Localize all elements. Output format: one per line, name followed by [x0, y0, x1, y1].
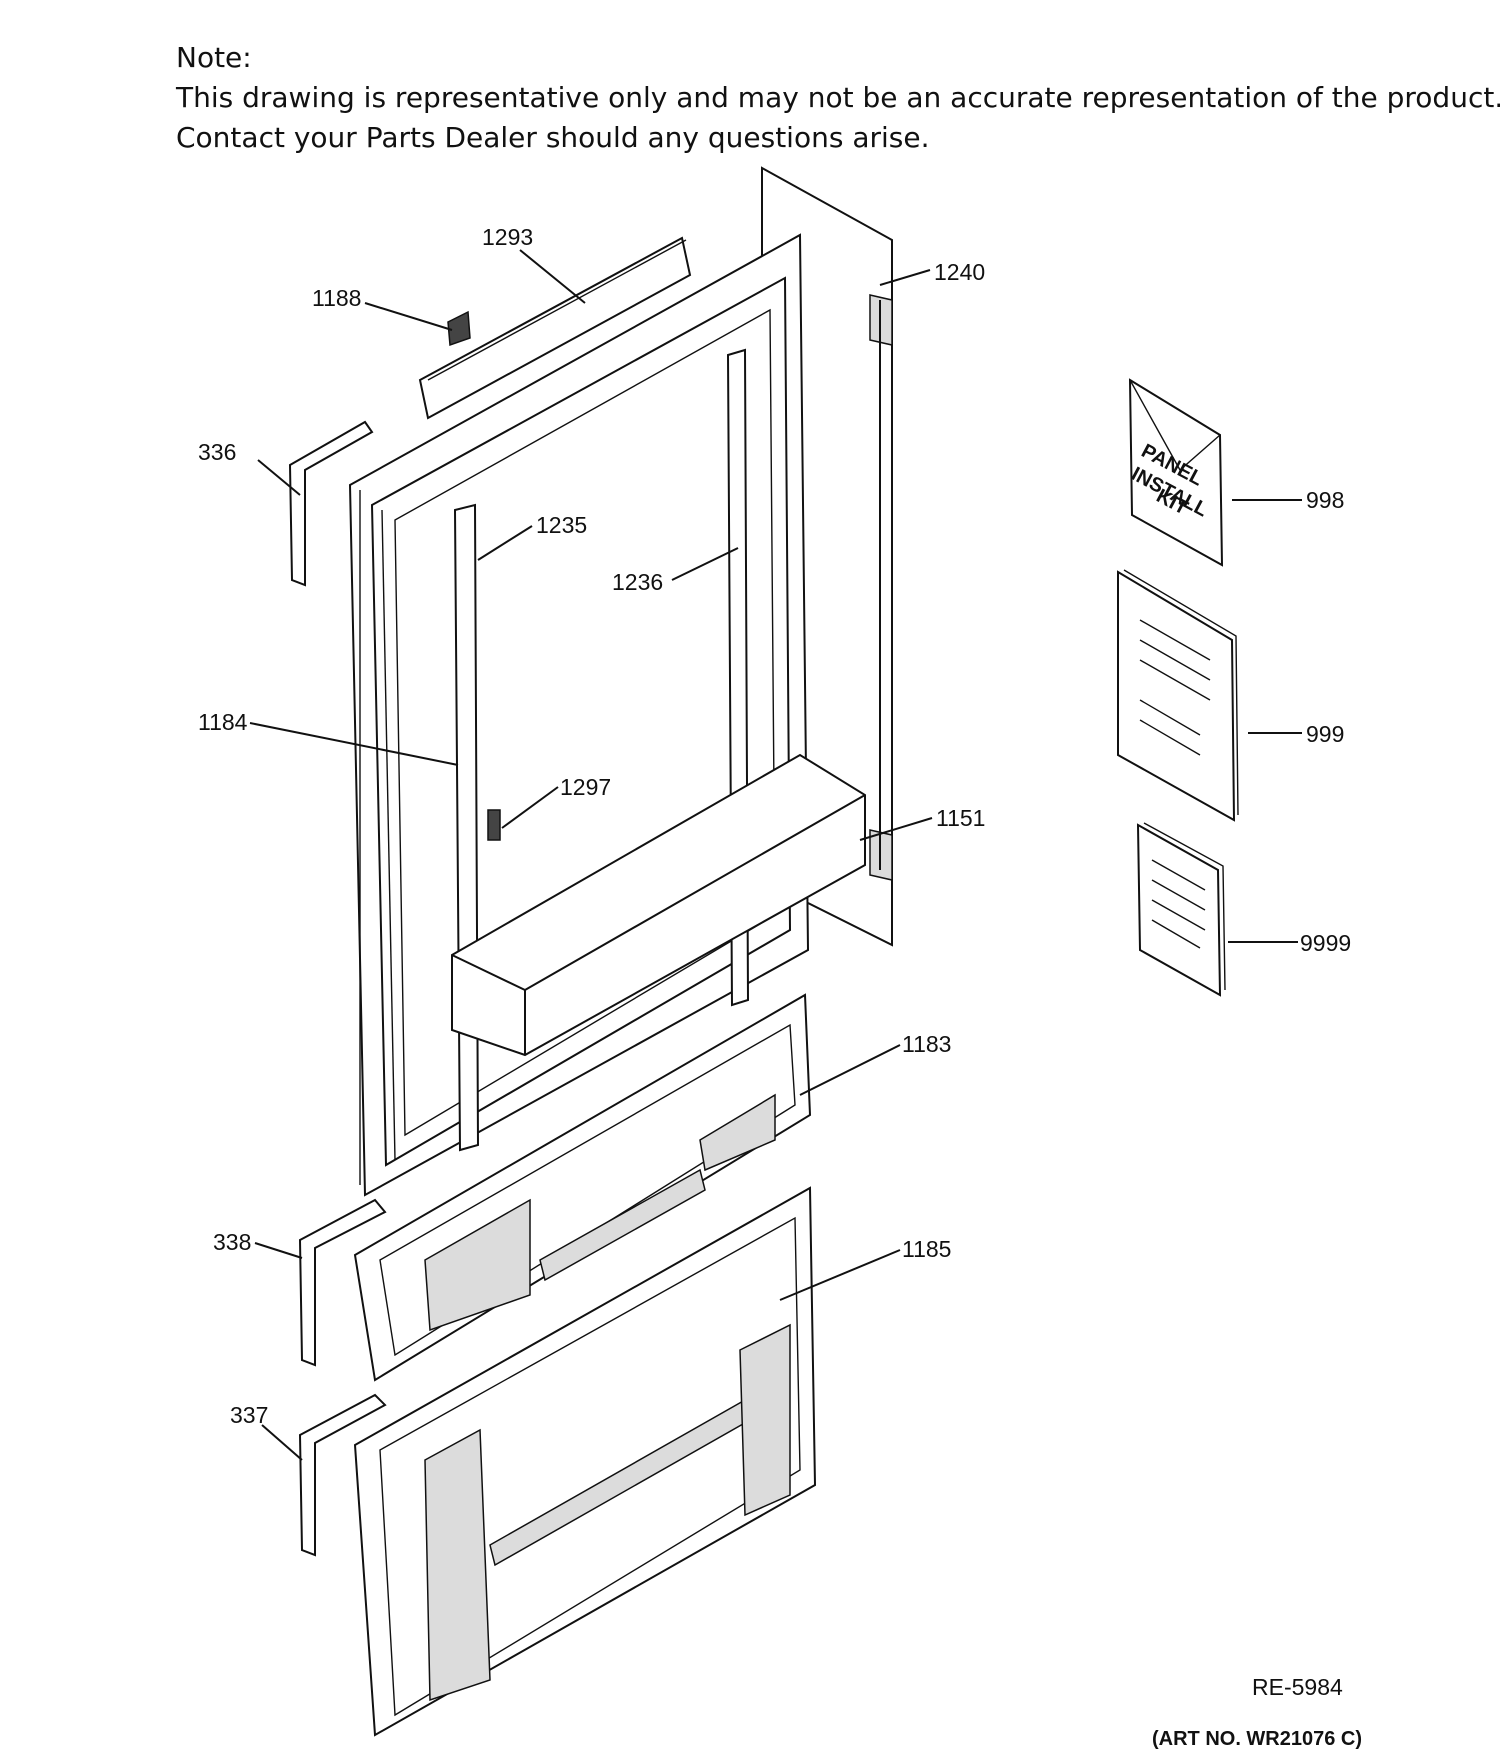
part-337-side-trim [298, 1393, 387, 1557]
label-1185: 1185 [902, 1236, 951, 1262]
note-line-1: This drawing is representative only and … [176, 81, 1500, 114]
label-1293: 1293 [482, 224, 533, 250]
part-labels: 1293 1188 1240 336 1235 1236 1184 1297 1… [198, 224, 1351, 1428]
label-999: 999 [1306, 721, 1344, 747]
note-line-2: Contact your Parts Dealer should any que… [176, 121, 930, 154]
part-1293-top-trim [418, 236, 692, 420]
part-336-side-trim [288, 420, 374, 587]
part-1183-middle-drawer [353, 993, 812, 1382]
note-heading: Note: [176, 41, 252, 74]
label-1236: 1236 [612, 569, 663, 595]
art-number: (ART NO. WR21076 C) [1152, 1728, 1362, 1750]
part-998-install-kit: PANEL INSTALL KIT [1128, 378, 1224, 567]
label-1183: 1183 [902, 1031, 951, 1057]
part-1151-door-bin [451, 753, 866, 1057]
part-1185-bottom-drawer [353, 1186, 817, 1737]
part-9999-booklet [1136, 822, 1226, 997]
label-9999: 9999 [1300, 930, 1351, 956]
drawing-code: RE-5984 [1252, 1674, 1343, 1700]
label-336: 336 [198, 439, 236, 465]
label-1188: 1188 [312, 285, 361, 311]
label-337: 337 [230, 1402, 268, 1428]
part-999-manual [1117, 569, 1239, 822]
label-998: 998 [1306, 487, 1344, 513]
note-block: Note: This drawing is representative onl… [176, 38, 1500, 158]
part-338-side-trim [298, 1198, 387, 1367]
part-1297-clip [487, 809, 501, 841]
label-1297: 1297 [560, 774, 611, 800]
label-338: 338 [213, 1229, 251, 1255]
part-1188-clip [447, 310, 471, 347]
leader-lines [249, 249, 1302, 1461]
label-1240: 1240 [934, 259, 985, 285]
label-1151: 1151 [936, 805, 985, 831]
label-1184: 1184 [198, 709, 248, 735]
part-1235-left-rail [453, 503, 480, 1152]
label-1235: 1235 [536, 512, 587, 538]
